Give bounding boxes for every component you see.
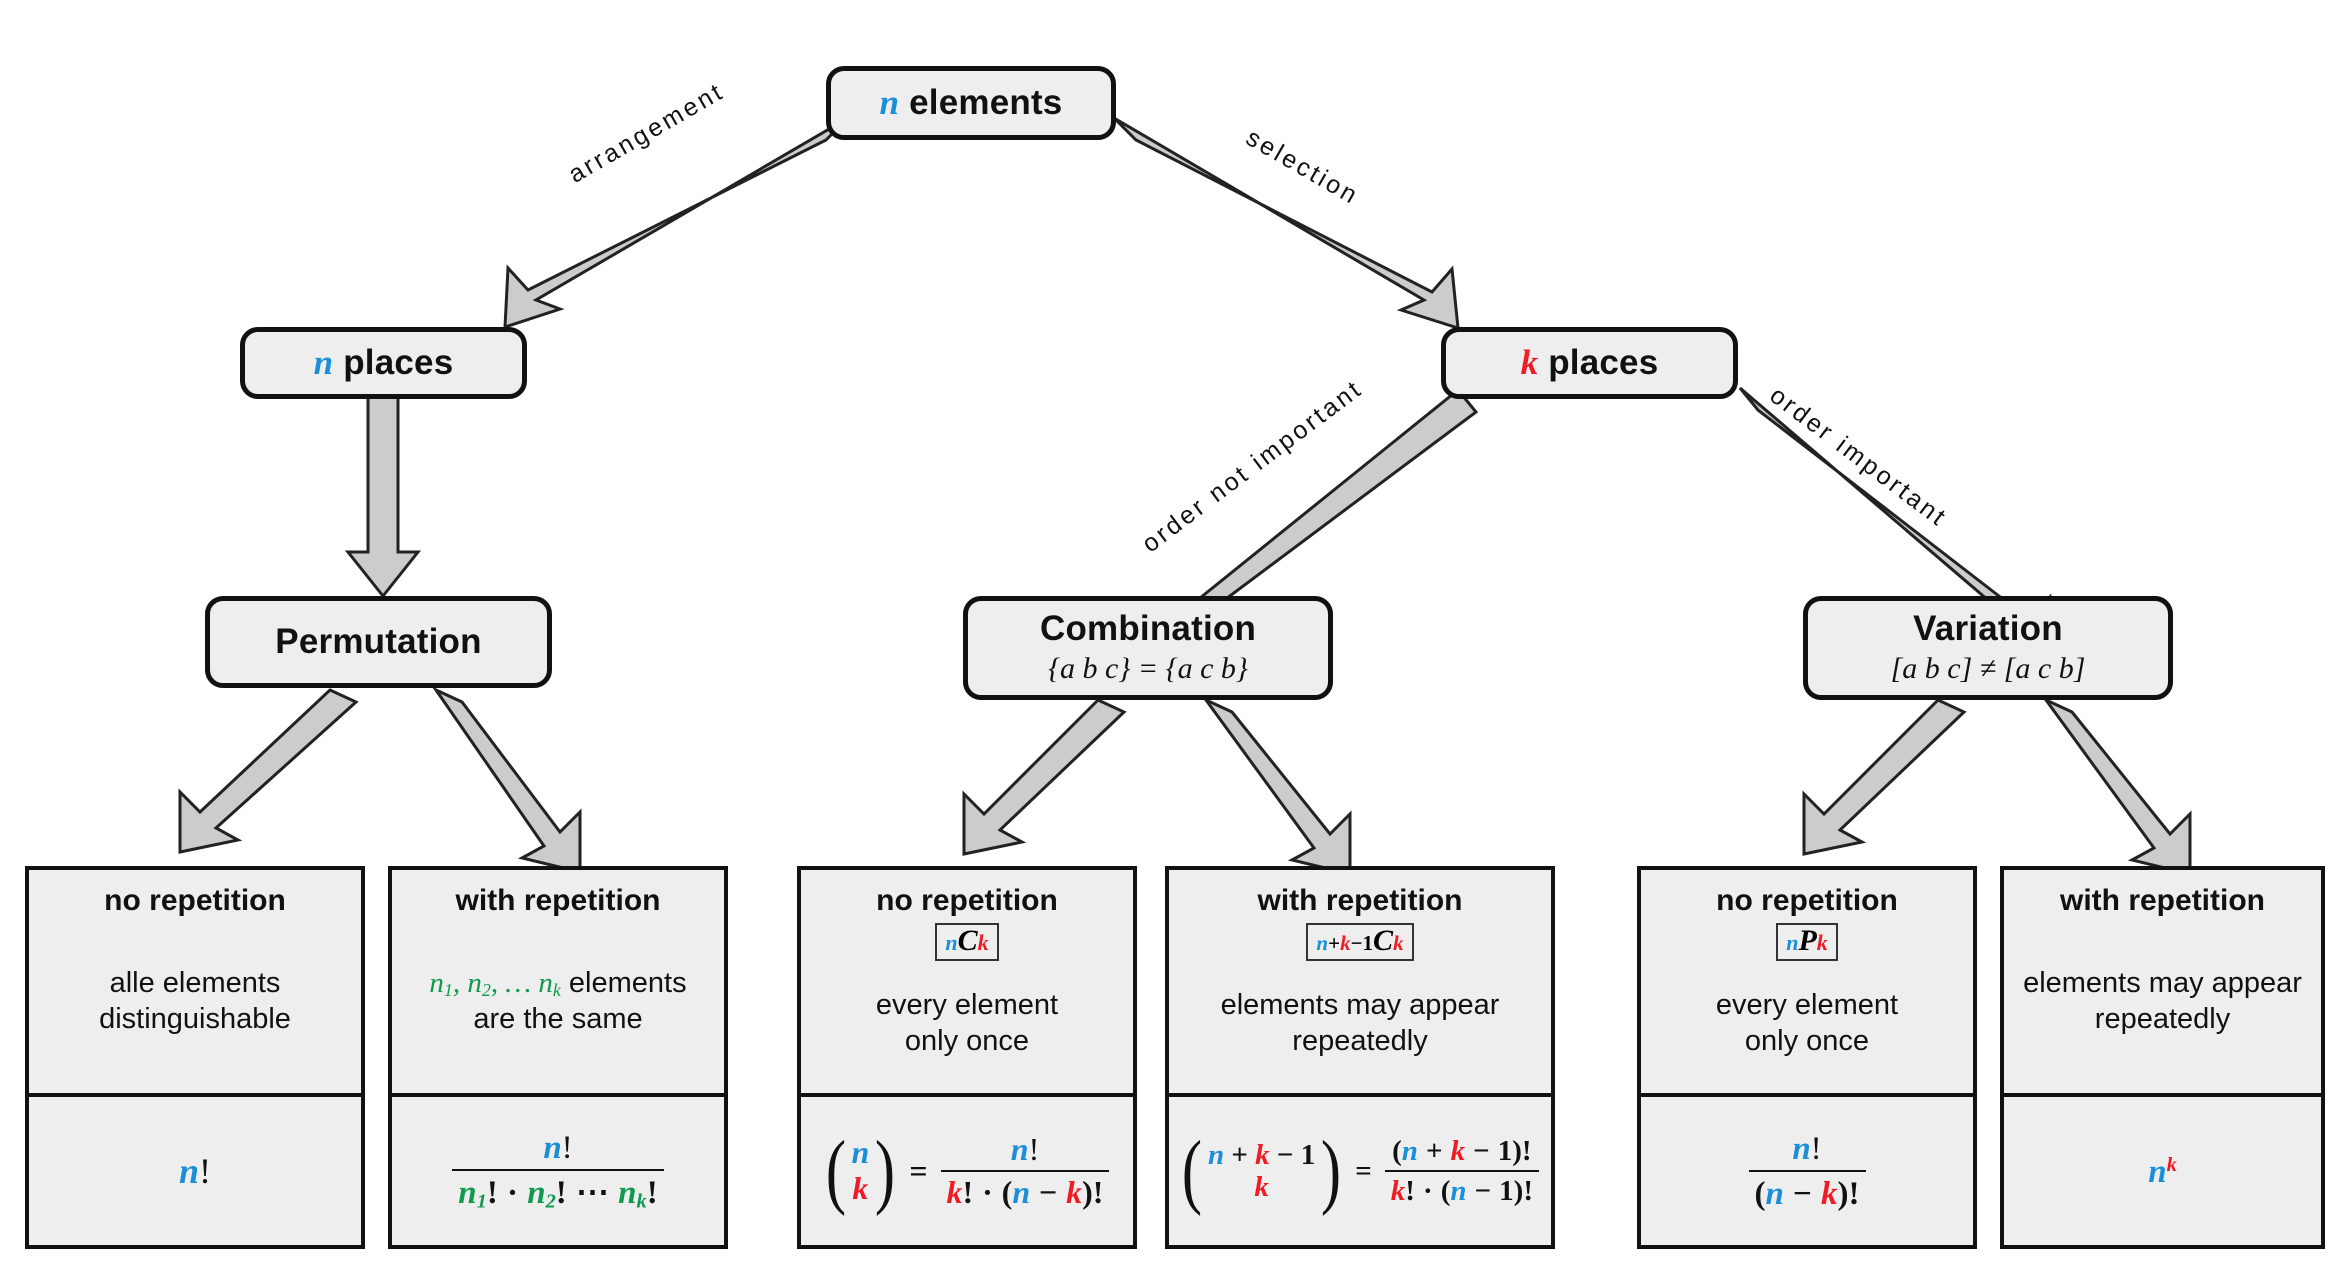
node-permutation-title: Permutation — [275, 621, 482, 661]
edge-label-arrangement: arrangement — [563, 77, 730, 189]
leaf-description: alle elements distinguishable — [37, 965, 353, 1038]
leaf-desc-line2: are the same — [473, 1003, 643, 1036]
node-combination[interactable]: Combination {a b c} = {a c b} — [963, 596, 1333, 700]
variable-n: n — [313, 342, 334, 382]
variable-k: k — [1520, 342, 1539, 382]
leaf-top: no repetition nCk every element only onc… — [801, 870, 1133, 1093]
leaf-desc-line1: elements may appear — [1220, 988, 1500, 1021]
arrow-variation-left — [1802, 698, 1967, 856]
arrow-combination-right — [1201, 696, 1352, 876]
leaf-desc-line1: n1, n2, … nk elements — [429, 966, 687, 1000]
edge-label-order-not-important: order not important — [1136, 374, 1368, 559]
leaf-top: with repetition n+k−1Ck elements may app… — [1169, 870, 1551, 1093]
node-n-elements-text: elements — [899, 82, 1063, 122]
edge-label-order-important: order important — [1764, 381, 1953, 533]
leaf-desc-line1: elements may appear — [2023, 966, 2302, 999]
leaf-head: with repetition — [1257, 884, 1463, 917]
node-k-places[interactable]: k places — [1441, 327, 1738, 399]
arrow-combination-left — [962, 698, 1127, 856]
node-k-places-text: places — [1538, 342, 1659, 382]
node-n-places[interactable]: n places — [240, 327, 527, 399]
leaf-desc-line2: distinguishable — [99, 1003, 291, 1035]
leaf-desc-line2: repeatedly — [1292, 1025, 1428, 1057]
node-n-elements-label: n elements — [879, 82, 1063, 122]
leaf-top: no repetition nPk every element only onc… — [1641, 870, 1973, 1093]
leaf-head: with repetition — [455, 884, 661, 917]
leaf-combination-with-repetition[interactable]: with repetition n+k−1Ck elements may app… — [1165, 866, 1555, 1249]
node-variation[interactable]: Variation [a b c] ≠ [a c b] — [1803, 596, 2173, 700]
arrow-permutation-left — [178, 688, 359, 854]
leaf-formula: n! n1! · n2! ⋯ nk! — [392, 1093, 724, 1245]
leaf-description: every element only once — [809, 987, 1125, 1060]
leaf-description: every element only once — [1649, 987, 1965, 1060]
leaf-formula: n! (n − k)! — [1641, 1093, 1973, 1245]
leaf-variation-with-repetition[interactable]: with repetition elements may appear repe… — [2000, 866, 2325, 1249]
node-n-places-label: n places — [313, 342, 454, 382]
node-combination-title: Combination — [1039, 609, 1257, 649]
leaf-desc-line1: every element — [875, 988, 1059, 1021]
leaf-desc-line1: every element — [1715, 988, 1899, 1021]
leaf-desc-line2: only once — [1744, 1025, 1870, 1057]
leaf-variation-no-repetition[interactable]: no repetition nPk every element only onc… — [1637, 866, 1977, 1249]
node-variation-title: Variation — [1913, 609, 2063, 649]
leaf-top: with repetition elements may appear repe… — [2004, 870, 2321, 1093]
arrow-n-places-to-permutation — [344, 380, 422, 599]
leaf-formula: n! — [29, 1093, 361, 1245]
leaf-head: with repetition — [2060, 884, 2265, 917]
leaf-description: elements may appear repeatedly — [2012, 965, 2313, 1038]
variable-n: n — [879, 82, 900, 122]
leaf-combination-no-repetition[interactable]: no repetition nCk every element only onc… — [797, 866, 1137, 1249]
edge-label-selection: selection — [1241, 123, 1365, 211]
leaf-description: n1, n2, … nk elements are the same — [400, 965, 716, 1038]
symbol-badge-nCk: nCk — [935, 923, 999, 961]
node-variation-subtitle: [a b c] ≠ [a c b] — [1890, 651, 2086, 685]
leaf-desc-line2: only once — [904, 1025, 1030, 1057]
symbol-badge-nPk: nPk — [1776, 923, 1838, 961]
arrow-variation-right — [2041, 696, 2192, 876]
node-k-places-label: k places — [1520, 342, 1659, 382]
arrow-arrangement — [503, 116, 850, 330]
leaf-desc-line1: alle elements — [109, 966, 281, 999]
leaf-head: no repetition — [876, 884, 1058, 917]
node-permutation[interactable]: Permutation — [205, 596, 552, 688]
leaf-top: with repetition n1, n2, … nk elements ar… — [392, 870, 724, 1093]
arrow-permutation-right — [431, 686, 582, 874]
symbol-badge-nk1Ck: n+k−1Ck — [1306, 923, 1414, 961]
leaf-formula: nk — [2004, 1093, 2321, 1245]
leaf-permutation-no-repetition[interactable]: no repetition alle elements distinguisha… — [25, 866, 365, 1249]
leaf-desc-line2: repeatedly — [2094, 1003, 2231, 1035]
leaf-formula: ( n + k − 1 k ) = (n + k − 1)! k! · (n −… — [1169, 1093, 1551, 1245]
leaf-head: no repetition — [1716, 884, 1898, 917]
node-n-places-text: places — [333, 342, 454, 382]
leaf-description: elements may appear repeatedly — [1177, 987, 1543, 1060]
leaf-head: no repetition — [104, 884, 286, 917]
node-n-elements[interactable]: n elements — [826, 66, 1116, 140]
node-combination-subtitle: {a b c} = {a c b} — [1048, 651, 1248, 685]
leaf-permutation-with-repetition[interactable]: with repetition n1, n2, … nk elements ar… — [388, 866, 728, 1249]
leaf-top: no repetition alle elements distinguisha… — [29, 870, 361, 1093]
